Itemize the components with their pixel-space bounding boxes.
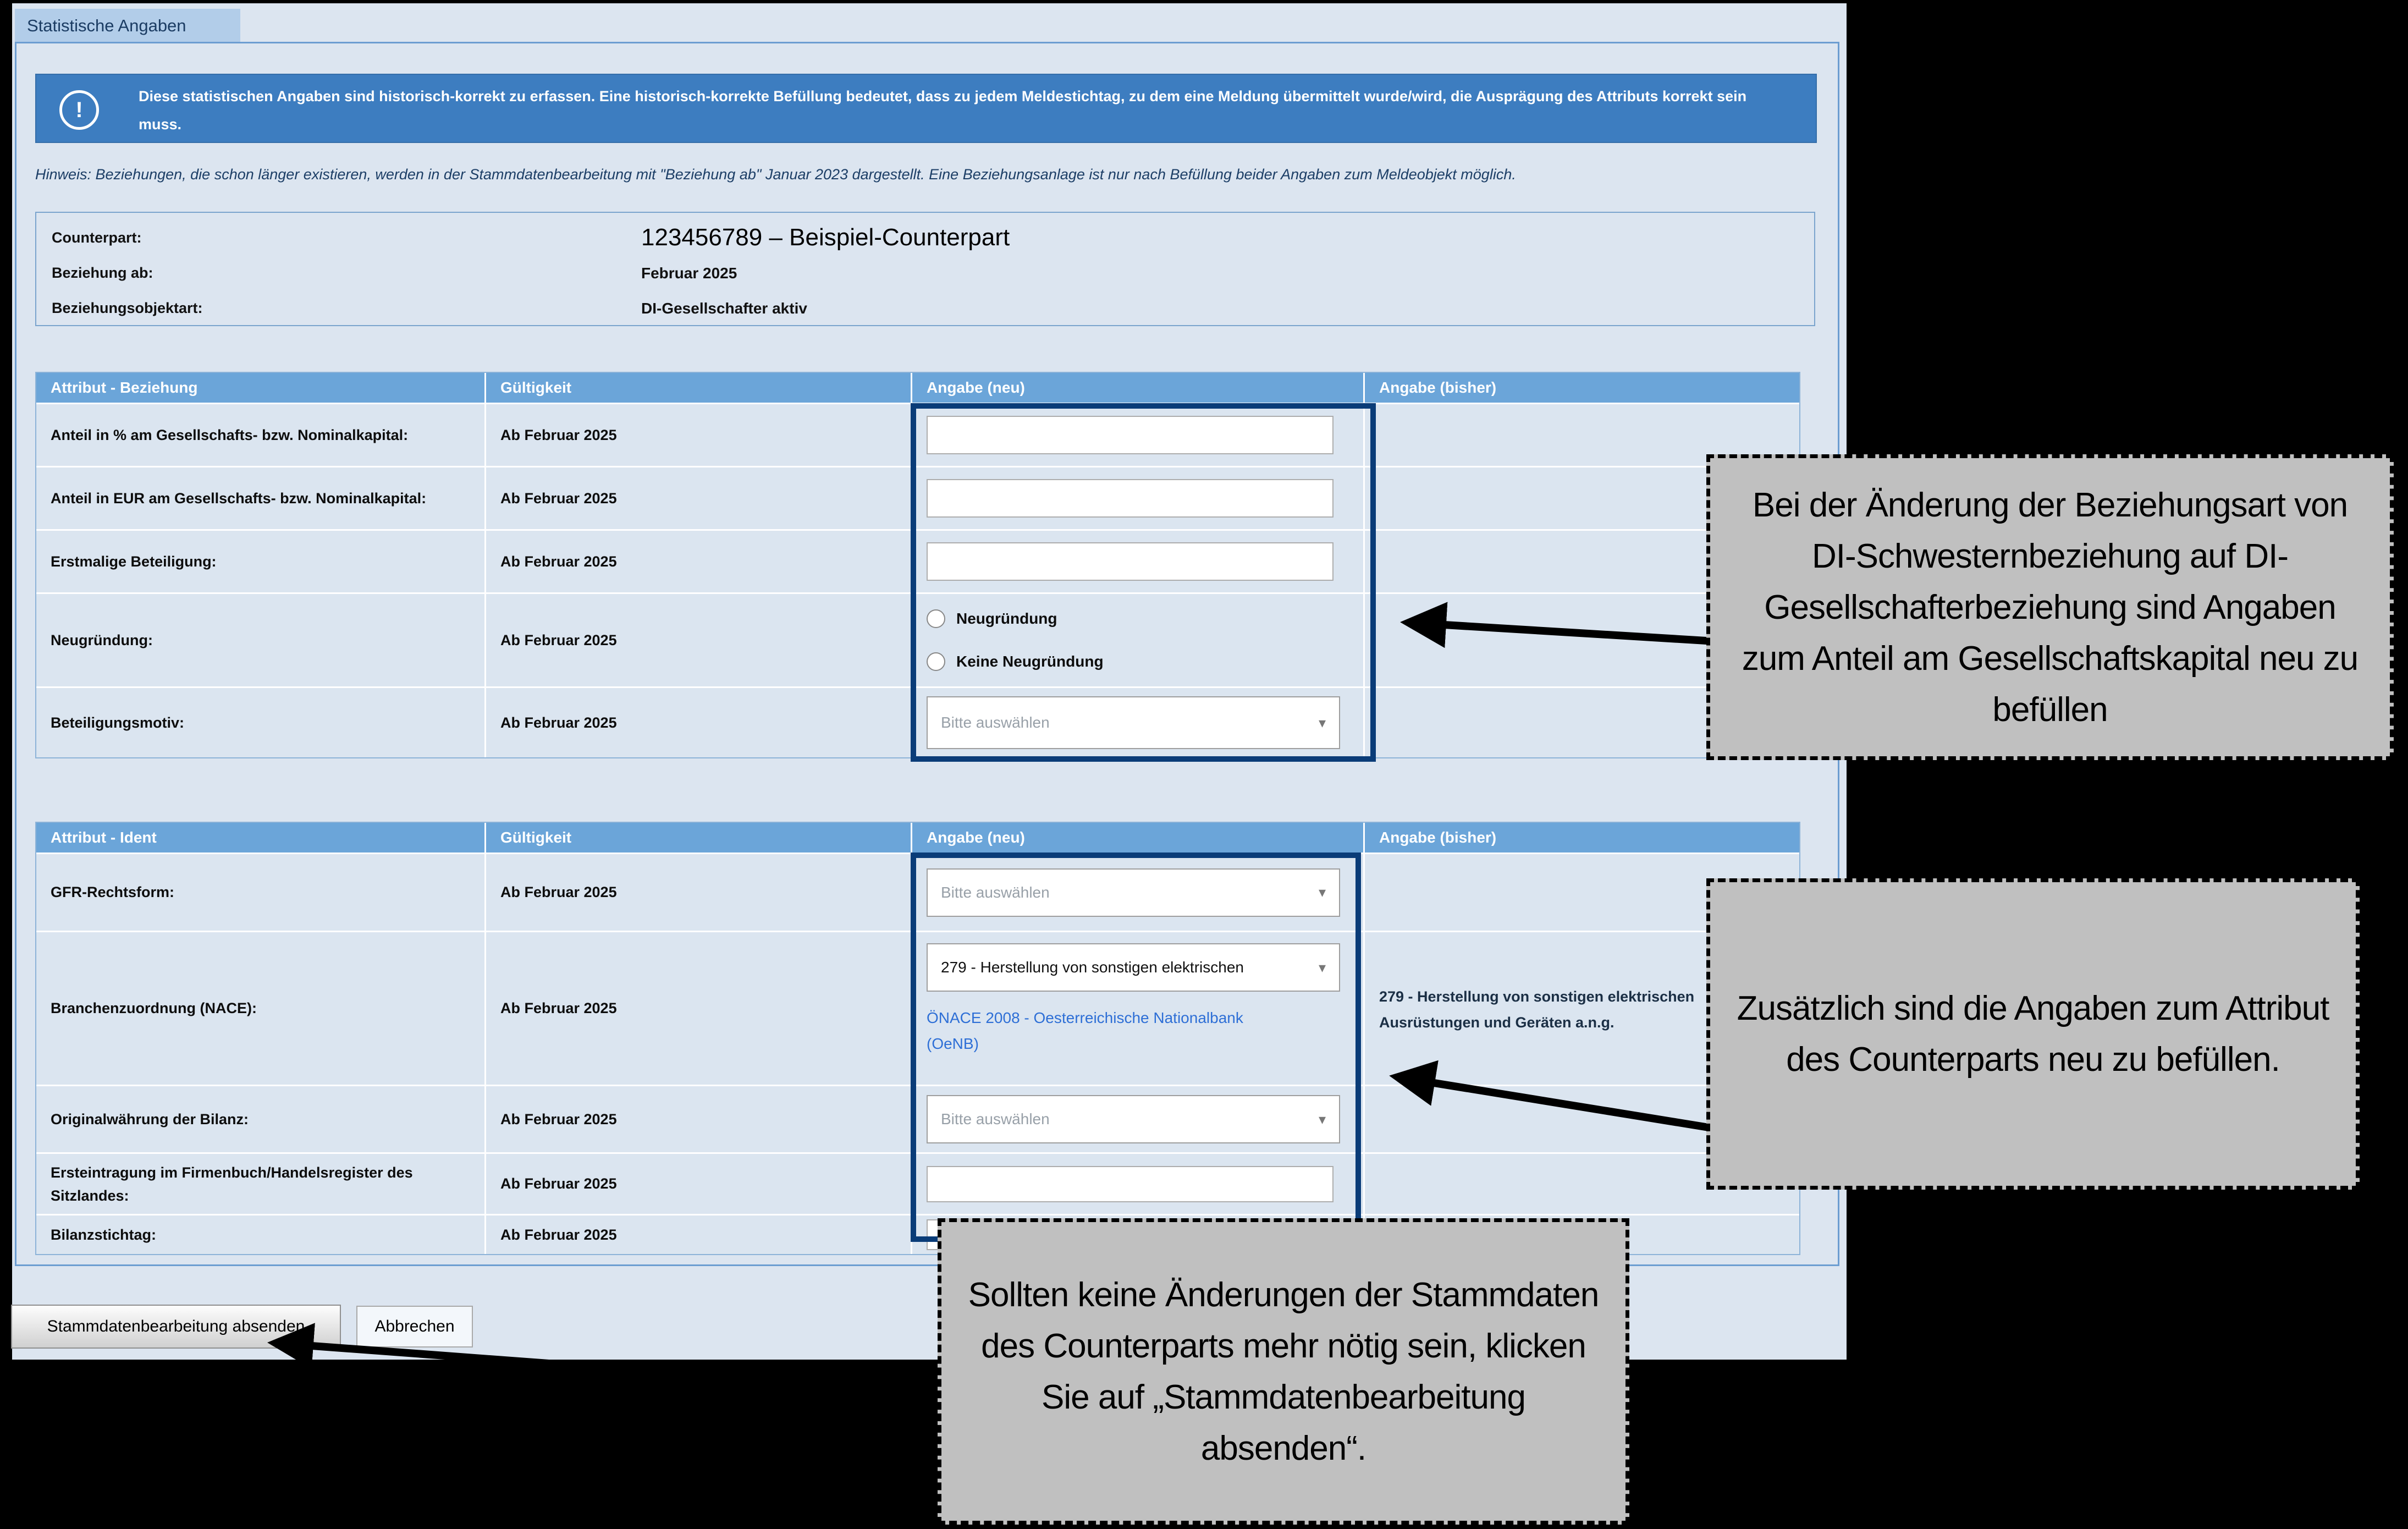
- table-cell: Neugründung Keine Neugründung: [912, 594, 1363, 686]
- callout-absenden: Sollten keine Änderungen der Stammdaten …: [938, 1218, 1629, 1525]
- table-cell: 279 - Herstellung von sonstigen elektris…: [912, 932, 1363, 1085]
- counterpart-summary-box: Counterpart: 123456789 – Beispiel-Counte…: [35, 212, 1815, 326]
- row-label: Bilanzstichtag:: [36, 1216, 484, 1254]
- beziehungsobjektart-label: Beziehungsobjektart:: [52, 300, 203, 316]
- radio-option-neugruendung[interactable]: Neugründung: [927, 609, 1057, 628]
- submit-button-label: Stammdatenbearbeitung absenden: [47, 1317, 305, 1335]
- row-validity: Ab Februar 2025: [486, 1216, 911, 1254]
- table-cell: Bitte auswählen ▾: [912, 854, 1363, 931]
- table-cell: [912, 404, 1363, 466]
- cancel-button-label: Abbrechen: [374, 1317, 455, 1335]
- radio-label: Keine Neugründung: [956, 653, 1104, 670]
- select-value: 279 - Herstellung von sonstigen elektris…: [941, 959, 1244, 976]
- chevron-down-icon: ▾: [1318, 959, 1326, 976]
- callout-text: Sollten keine Änderungen der Stammdaten …: [968, 1275, 1600, 1467]
- callout-text: Bei der Änderung der Beziehungsart von D…: [1742, 486, 2359, 729]
- row-label: Anteil in EUR am Gesellschafts- bzw. Nom…: [36, 468, 484, 529]
- radio-label: Neugründung: [956, 610, 1057, 627]
- warning-exclamation-icon: !: [59, 90, 99, 130]
- counterpart-label: Counterpart:: [52, 229, 142, 246]
- abbrechen-button[interactable]: Abbrechen: [356, 1306, 473, 1348]
- radio-option-keine-neugruendung[interactable]: Keine Neugründung: [927, 652, 1104, 671]
- table-cell: [912, 468, 1363, 529]
- chevron-down-icon: ▾: [1318, 1110, 1326, 1128]
- anteil-eur-input[interactable]: [927, 479, 1334, 518]
- tab-statistische-angaben[interactable]: Statistische Angaben: [15, 9, 240, 43]
- column-header: Gültigkeit: [486, 823, 911, 853]
- table-cell: [912, 531, 1363, 592]
- callout-beziehungsart: Bei der Änderung der Beziehungsart von D…: [1706, 454, 2394, 760]
- row-label: Ersteintragung im Firmenbuch/Handelsregi…: [36, 1154, 484, 1214]
- callout-text: Zusätzlich sind die Angaben zum Attribut…: [1737, 989, 2330, 1079]
- nace-previous-value: 279 - Herstellung von sonstigen elektris…: [1379, 988, 1695, 1031]
- info-banner-text: Diese statistischen Angaben sind histori…: [139, 88, 1747, 133]
- row-label: GFR-Rechtsform:: [36, 854, 484, 931]
- originalwaehrung-select[interactable]: Bitte auswählen ▾: [927, 1095, 1340, 1143]
- info-banner: ! Diese statistischen Angaben sind histo…: [35, 74, 1817, 143]
- radio-button-icon[interactable]: [927, 652, 945, 671]
- column-header: Angabe (neu): [912, 823, 1363, 853]
- gfr-rechtsform-select[interactable]: Bitte auswählen ▾: [927, 868, 1340, 917]
- row-validity: Ab Februar 2025: [486, 932, 911, 1085]
- anteil-prozent-input[interactable]: [927, 416, 1334, 454]
- row-validity: Ab Februar 2025: [486, 531, 911, 592]
- counterpart-value: 123456789 – Beispiel-Counterpart: [641, 224, 1010, 251]
- table-cell: Bitte auswählen ▾: [912, 688, 1363, 757]
- tab-label: Statistische Angaben: [27, 16, 186, 35]
- table-cell: [912, 1154, 1363, 1214]
- beziehung-ab-value: Februar 2025: [641, 265, 737, 282]
- beziehungsobjektart-value: DI-Gesellschafter aktiv: [641, 300, 807, 317]
- beziehung-ab-label: Beziehung ab:: [52, 265, 153, 281]
- row-label: Neugründung:: [36, 594, 484, 686]
- row-validity: Ab Februar 2025: [486, 688, 911, 757]
- chevron-down-icon: ▾: [1318, 714, 1326, 731]
- hint-text: Hinweis: Beziehungen, die schon länger e…: [35, 166, 1516, 183]
- row-label: Erstmalige Beteiligung:: [36, 531, 484, 592]
- row-label: Originalwährung der Bilanz:: [36, 1086, 484, 1152]
- erstmalige-beteiligung-input[interactable]: [927, 542, 1334, 581]
- row-validity: Ab Februar 2025: [486, 404, 911, 466]
- stammdatenbearbeitung-absenden-button[interactable]: Stammdatenbearbeitung absenden: [11, 1305, 341, 1349]
- row-validity: Ab Februar 2025: [486, 854, 911, 931]
- row-validity: Ab Februar 2025: [486, 594, 911, 686]
- column-header: Attribut - Ident: [36, 823, 484, 853]
- row-label: Branchenzuordnung (NACE):: [36, 932, 484, 1085]
- column-header: Angabe (neu): [912, 373, 1363, 403]
- oenace-link[interactable]: ÖNACE 2008 - Oesterreichische Nationalba…: [927, 1009, 1243, 1052]
- column-header: Gültigkeit: [486, 373, 911, 403]
- radio-button-icon[interactable]: [927, 609, 945, 628]
- branchenzuordnung-nace-select[interactable]: 279 - Herstellung von sonstigen elektris…: [927, 943, 1340, 992]
- row-label: Anteil in % am Gesellschafts- bzw. Nomin…: [36, 404, 484, 466]
- row-validity: Ab Februar 2025: [486, 468, 911, 529]
- row-label: Beteiligungsmotiv:: [36, 688, 484, 757]
- column-header: Angabe (bisher): [1365, 823, 1799, 853]
- select-placeholder: Bitte auswählen: [941, 714, 1050, 731]
- beteiligungsmotiv-select[interactable]: Bitte auswählen ▾: [927, 696, 1340, 749]
- column-header: Attribut - Beziehung: [36, 373, 484, 403]
- select-placeholder: Bitte auswählen: [941, 883, 1050, 901]
- ersteintragung-input[interactable]: [927, 1165, 1334, 1202]
- table-cell: Bitte auswählen ▾: [912, 1086, 1363, 1152]
- table-attribut-beziehung: Attribut - Beziehung Gültigkeit Angabe (…: [35, 372, 1800, 758]
- column-header: Angabe (bisher): [1365, 373, 1799, 403]
- table-attribut-ident: Attribut - Ident Gültigkeit Angabe (neu)…: [35, 822, 1800, 1255]
- select-placeholder: Bitte auswählen: [941, 1110, 1050, 1128]
- row-validity: Ab Februar 2025: [486, 1154, 911, 1214]
- row-validity: Ab Februar 2025: [486, 1086, 911, 1152]
- chevron-down-icon: ▾: [1318, 884, 1326, 900]
- callout-attribut-counterpart: Zusätzlich sind die Angaben zum Attribut…: [1706, 878, 2360, 1190]
